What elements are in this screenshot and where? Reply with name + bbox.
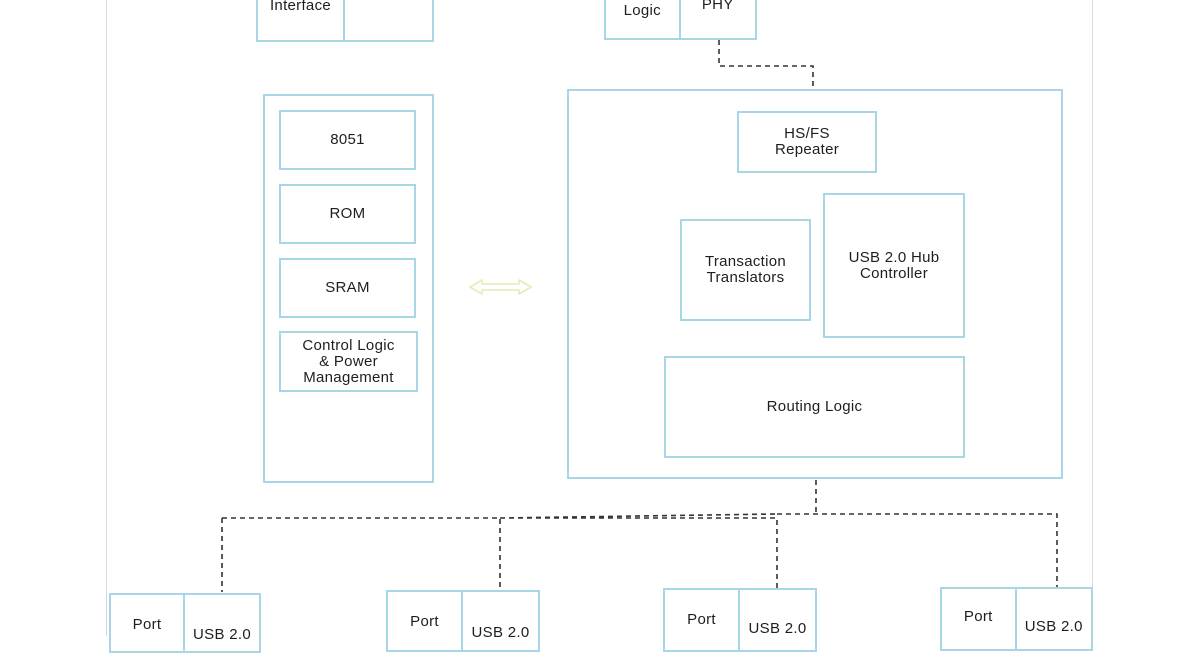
port-label-1: Port — [111, 595, 185, 651]
port-label-2: Port — [388, 592, 463, 650]
phy-to-hub-connector — [718, 40, 814, 90]
hs-fs-repeater-block: HS/FS Repeater — [737, 111, 877, 173]
transaction-translators-block: Transaction Translators — [680, 219, 811, 321]
port-usb-label-1: USB 2.0 — [193, 626, 251, 643]
mcu-block-control-logic: Control Logic & Power Management — [279, 331, 418, 392]
port-label-3: Port — [665, 590, 740, 650]
port-block-1: Port USB 2.0 — [109, 593, 261, 653]
port-label-4: Port — [942, 589, 1017, 649]
usb-hub-controller-block: USB 2.0 Hub Controller — [823, 193, 965, 338]
usb-hub-block-diagram: Interface Logic PHY 8051 ROM SRAM Contro… — [106, 0, 1093, 653]
logic-phy-block: Logic PHY — [604, 0, 757, 40]
mcu-hub-double-arrow — [469, 279, 532, 295]
phy-label: PHY — [701, 0, 734, 13]
interface-block: Interface — [256, 0, 434, 42]
port-block-3: Port USB 2.0 — [663, 588, 817, 652]
port-usb-label-4: USB 2.0 — [1024, 618, 1083, 635]
port-bus-line — [221, 513, 1058, 592]
connector-layer — [221, 40, 1058, 592]
mcu-block-rom: ROM — [279, 184, 416, 244]
mcu-block-sram: SRAM — [279, 258, 416, 318]
port-block-4: Port USB 2.0 — [940, 587, 1093, 651]
mcu-block-8051: 8051 — [279, 110, 416, 170]
routing-logic-block: Routing Logic — [664, 356, 965, 458]
logic-label: Logic — [606, 0, 681, 38]
port-block-2: Port USB 2.0 — [386, 590, 540, 652]
port-usb-label-3: USB 2.0 — [748, 620, 807, 637]
interface-label: Interface — [258, 0, 345, 40]
port-usb-label-2: USB 2.0 — [471, 624, 530, 641]
interface-right-cell — [345, 0, 432, 40]
